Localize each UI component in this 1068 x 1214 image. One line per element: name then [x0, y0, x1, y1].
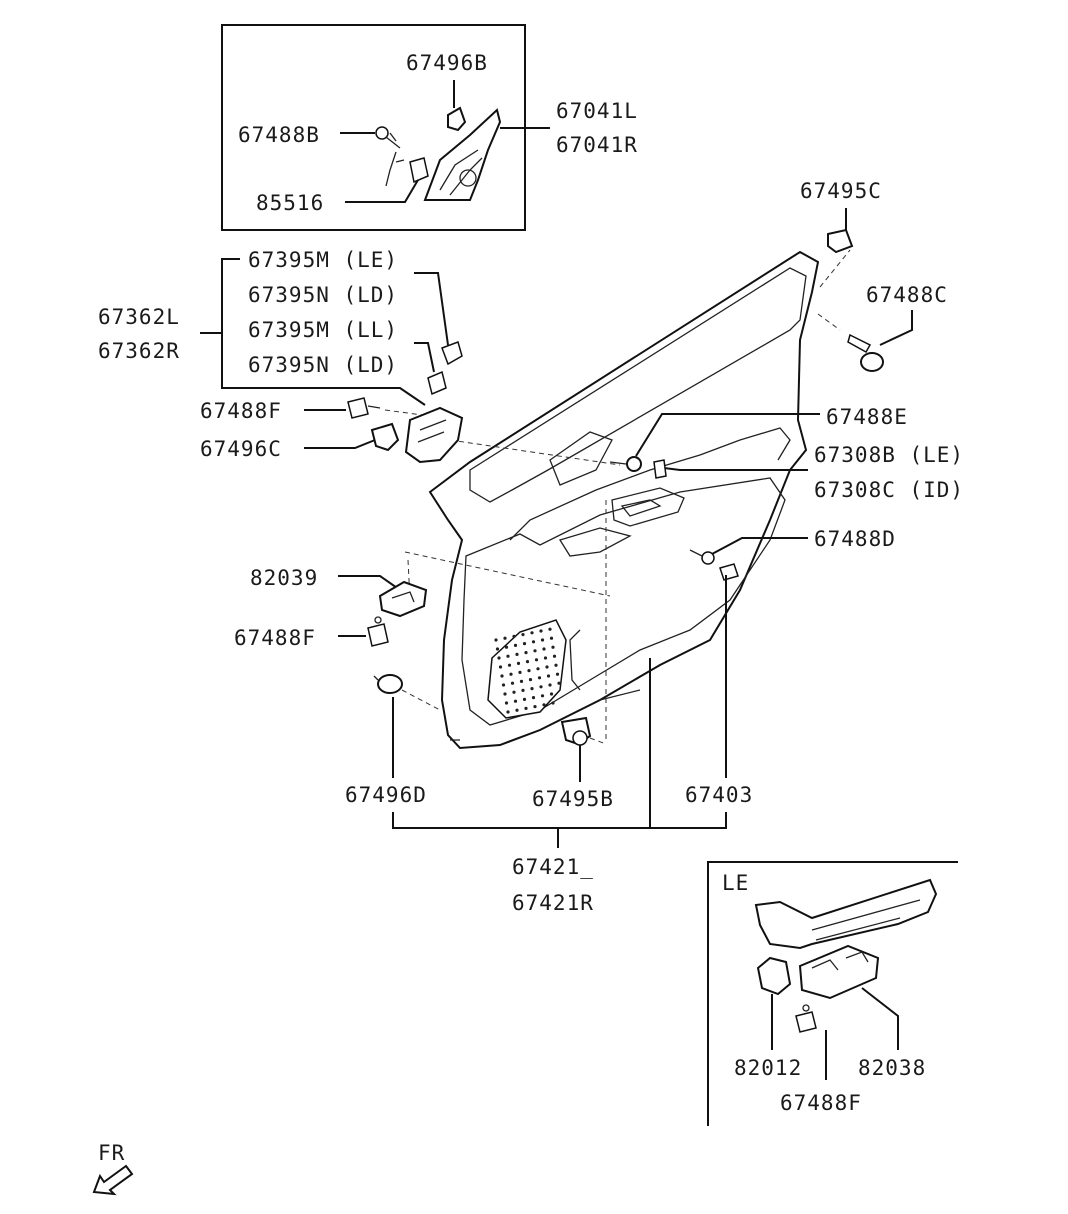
label-67496B: 67496B: [406, 51, 488, 75]
door-trim-panel-icon: [428, 250, 820, 750]
label-67041R: 67041R: [556, 133, 638, 157]
screw-67488B-icon: [375, 126, 401, 149]
label-67496D: 67496D: [345, 783, 427, 807]
label-67395M-LE: 67395M (LE): [248, 248, 398, 272]
bezel-82012-icon: [756, 956, 792, 996]
label-67488F-inset: 67488F: [780, 1091, 862, 1115]
label-67395N-LD-1: 67395N (LD): [248, 283, 398, 307]
label-67495B: 67495B: [532, 787, 614, 811]
label-67362R: 67362R: [98, 339, 180, 363]
inset-label-le: LE: [722, 871, 749, 895]
label-67495C: 67495C: [800, 179, 882, 203]
armrest-panel-icon: [754, 878, 938, 950]
label-67041L: 67041L: [556, 99, 638, 123]
speaker-cover-icon: [423, 108, 502, 201]
clip-67495C-icon: [827, 228, 854, 254]
label-67421L: 67421_: [512, 855, 594, 879]
clip-67395-lower-icon: [427, 370, 447, 396]
label-67488B: 67488B: [238, 123, 320, 147]
label-82038: 82038: [858, 1056, 926, 1080]
inset-box-le: [707, 861, 958, 1126]
screw-67488C-icon: [847, 333, 884, 372]
fr-arrow-icon: [92, 1164, 134, 1196]
label-67308B: 67308B (LE): [814, 443, 964, 467]
clip-67403-icon: [719, 563, 739, 581]
clip-67496D-icon: [373, 674, 403, 694]
label-67395N-LD-2: 67395N (LD): [248, 353, 398, 377]
label-67403: 67403: [685, 783, 753, 807]
screw-67488F-top-icon: [347, 397, 381, 419]
screw-67488E-icon: [609, 456, 642, 472]
label-82012: 82012: [734, 1056, 802, 1080]
clip-67308-icon: [653, 459, 667, 479]
screw-67488D-icon: [689, 549, 715, 565]
label-67488F-top: 67488F: [200, 399, 282, 423]
switch-82039-icon: [378, 580, 428, 618]
label-82039: 82039: [250, 566, 318, 590]
bracket-85516-icon: [385, 151, 429, 187]
label-85516: 85516: [256, 191, 324, 215]
label-67395M-LL: 67395M (LL): [248, 318, 398, 342]
clip-67496B-icon: [447, 106, 467, 132]
cap-67496C-icon: [370, 422, 400, 452]
screw-67488F-mid-icon: [367, 616, 389, 647]
clip-67395-upper-icon: [441, 341, 463, 366]
clip-67495B-icon: [560, 716, 592, 746]
speaker-grille-dots: [494, 627, 561, 714]
label-67421R: 67421R: [512, 891, 594, 915]
screw-67488F-inset-icon: [795, 1004, 817, 1033]
door-handle-67362-icon: [404, 406, 464, 464]
window-switch-82038-icon: [798, 944, 880, 1000]
label-67488D: 67488D: [814, 527, 896, 551]
label-67488E: 67488E: [826, 405, 908, 429]
label-67488F-mid: 67488F: [234, 626, 316, 650]
fr-label: FR: [98, 1141, 125, 1165]
label-67488C: 67488C: [866, 283, 948, 307]
label-67308C: 67308C (ID): [814, 478, 964, 502]
label-67362L: 67362L: [98, 305, 180, 329]
label-67496C: 67496C: [200, 437, 282, 461]
